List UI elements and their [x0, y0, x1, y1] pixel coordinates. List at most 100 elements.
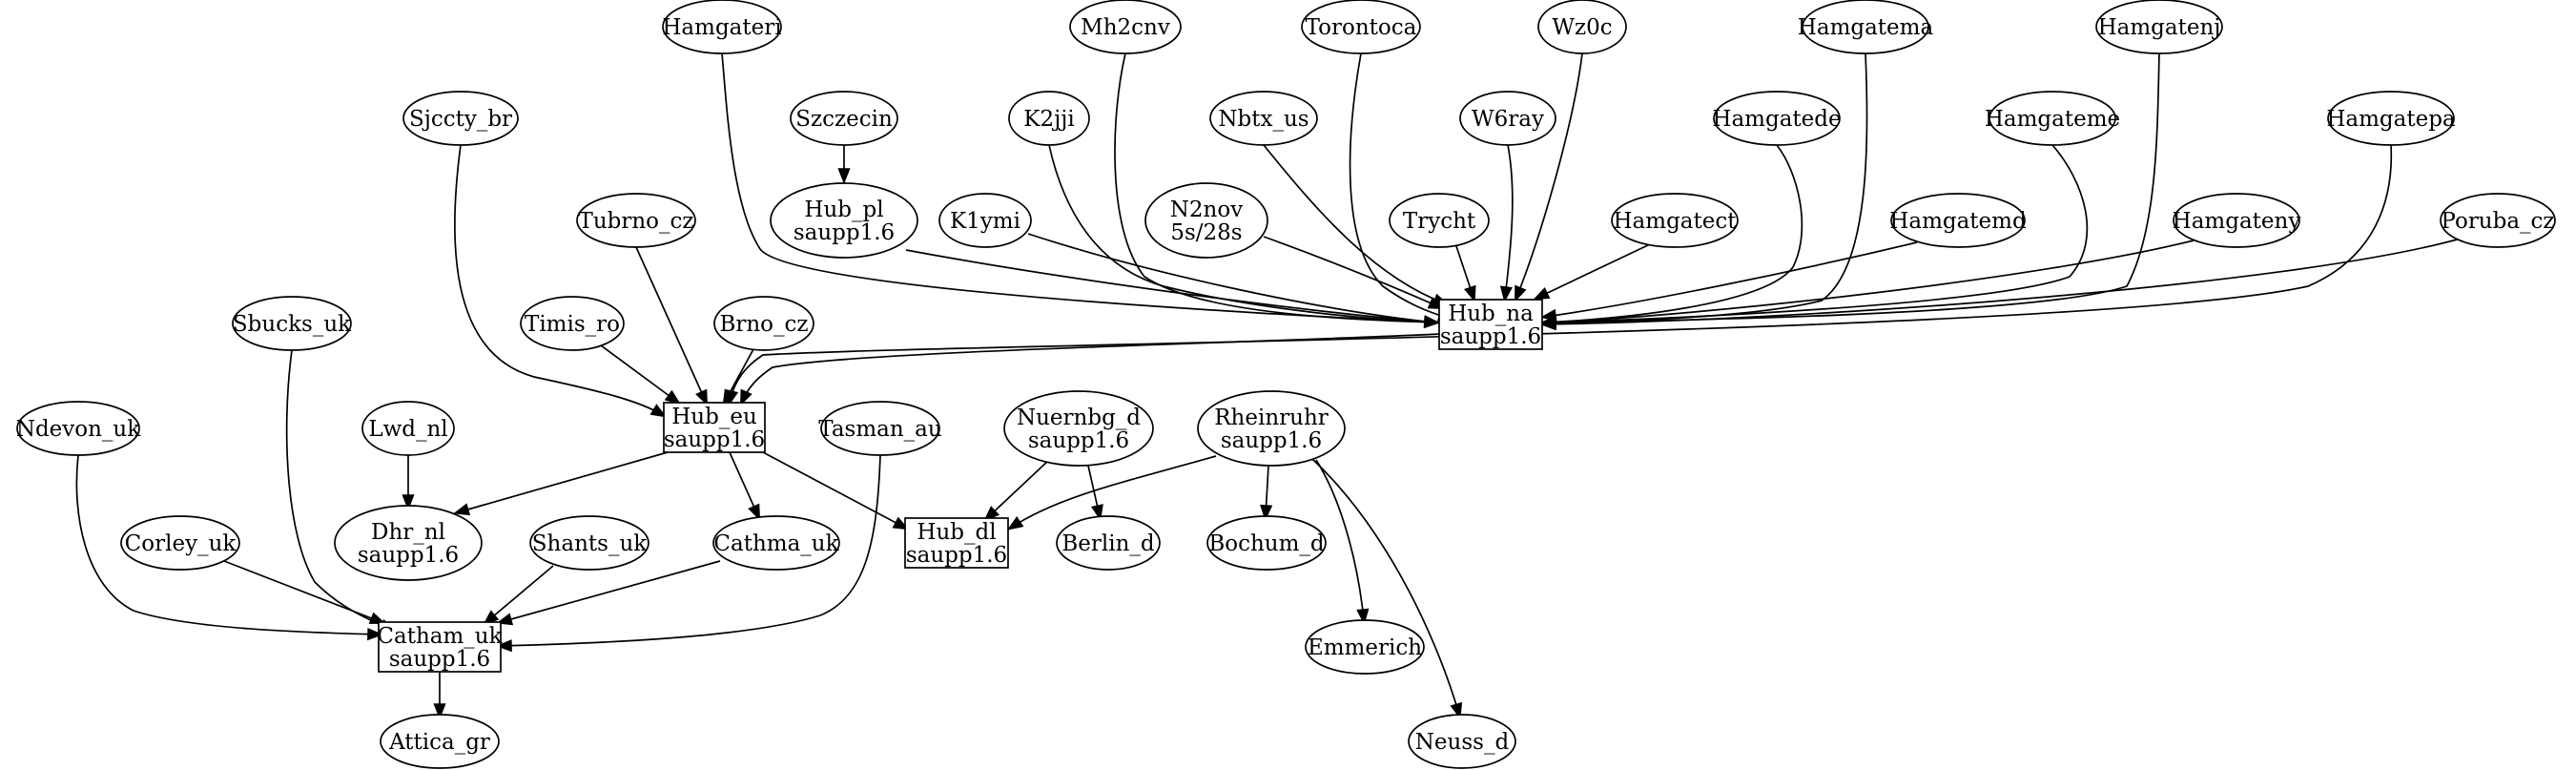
- edge-line: [1263, 236, 1441, 308]
- node-ellipse: [1989, 91, 2116, 146]
- arrowhead-icon: [496, 613, 514, 626]
- node-ellipse: [820, 401, 940, 456]
- edge-trycht-to-hub_na: [1455, 245, 1476, 302]
- node-label: Rheinruhr: [1214, 406, 1329, 430]
- edge-sjccty_br-to-hub_eu: [453, 144, 668, 418]
- edge-rheinruhr-to-emmerich: [1315, 459, 1370, 626]
- node-label: Hamgatepa: [2326, 107, 2456, 132]
- arrowhead-icon: [748, 503, 761, 521]
- node-ellipse: [380, 714, 500, 769]
- node-ellipse: [1802, 0, 1929, 54]
- node-label: K2jji: [1023, 107, 1074, 132]
- edge-catham_uk-to-attica_gr: [433, 672, 446, 720]
- arrowhead-icon: [739, 388, 752, 406]
- arrowhead-icon: [1260, 504, 1273, 522]
- node-nbtx_us: Nbtx_us: [1209, 91, 1318, 146]
- node-label: Timis_ro: [525, 312, 620, 337]
- node-label: Tubrno_cz: [578, 209, 693, 234]
- node-hamgateme: Hamgateme: [1985, 91, 2120, 146]
- edge-line: [1349, 52, 1451, 320]
- node-label: Wz0c: [1552, 15, 1612, 40]
- arrowhead-icon: [1499, 285, 1513, 303]
- edge-line: [1027, 233, 1436, 323]
- node-ellipse: [2327, 91, 2455, 146]
- edge-line: [1544, 239, 2195, 323]
- node-ellipse: [529, 515, 649, 571]
- node-neuss_d: Neuss_d: [1408, 714, 1516, 769]
- node-label: N2nov: [1170, 198, 1243, 222]
- arrowhead-icon: [433, 703, 446, 720]
- node-ellipse: [770, 182, 918, 259]
- node-emmerich: Emmerich: [1305, 619, 1425, 675]
- edge-hub_eu-to-cathma_uk: [729, 451, 761, 521]
- node-label: Hamgatenj: [2098, 15, 2221, 40]
- node-label: Hub_dl: [917, 520, 996, 545]
- node-label: Catham_uk: [377, 624, 503, 649]
- arrowhead-icon: [1464, 284, 1476, 302]
- node-ellipse: [1301, 0, 1421, 54]
- node-ellipse: [1459, 91, 1556, 146]
- node-hamgatenj: Hamgatenj: [2095, 0, 2223, 54]
- node-ellipse: [712, 515, 840, 571]
- edge-line: [457, 451, 669, 513]
- edge-line: [1310, 457, 1460, 716]
- edge-line: [500, 560, 721, 623]
- node-label: Hamgatede: [1712, 107, 1841, 132]
- node-ellipse: [402, 91, 519, 146]
- node-label: Mh2cnv: [1081, 15, 1170, 40]
- node-label: Berlin_d: [1061, 531, 1155, 556]
- arrowhead-icon: [1450, 701, 1463, 719]
- node-torontoca: Torontoca: [1301, 0, 1421, 54]
- node-ellipse: [2173, 193, 2300, 248]
- node-ellipse: [2095, 0, 2223, 54]
- edge-corley_uk-to-catham_uk: [223, 560, 386, 624]
- node-ellipse: [790, 91, 898, 146]
- node-hamgatede: Hamgatede: [1712, 91, 1842, 146]
- node-label: Dhr_nl: [371, 520, 445, 545]
- node-attica_gr: Attica_gr: [380, 714, 500, 769]
- node-label: Trycht: [1403, 209, 1476, 234]
- node-label: W6ray: [1472, 107, 1544, 132]
- node-ellipse: [1008, 91, 1090, 146]
- node-ndevon_uk: Ndevon_uk: [16, 401, 141, 456]
- node-ellipse: [1305, 619, 1425, 675]
- node-label: Attica_gr: [388, 730, 490, 755]
- node-hamgatemd: Hamgatemd: [1889, 193, 2027, 248]
- node-ellipse: [334, 505, 483, 581]
- arrowhead-icon: [1533, 286, 1551, 301]
- node-label: Hub_pl: [804, 198, 883, 222]
- node-timis_ro: Timis_ro: [520, 296, 625, 351]
- edge-line: [1315, 459, 1365, 621]
- node-ellipse: [1408, 714, 1516, 769]
- edge-lwd_nl-to-dhr_nl: [402, 455, 415, 511]
- node-box: [904, 517, 1009, 569]
- node-label: Szczecin: [795, 107, 893, 132]
- node-box: [378, 621, 502, 673]
- node-trycht: Trycht: [1389, 193, 1490, 248]
- edge-hub_eu-to-dhr_nl: [453, 451, 669, 516]
- node-ellipse: [2440, 193, 2556, 248]
- edge-shants_uk-to-catham_uk: [483, 565, 554, 626]
- arrowhead-icon: [664, 389, 682, 405]
- node-ellipse: [1389, 193, 1490, 248]
- node-ellipse: [713, 296, 814, 351]
- node-mh2cnv: Mh2cnv: [1069, 0, 1182, 54]
- node-ellipse: [232, 296, 352, 351]
- node-label: Ndevon_uk: [16, 417, 141, 442]
- node-hamgatect: Hamgatect: [1611, 193, 1739, 248]
- node-ellipse: [1206, 515, 1327, 571]
- node-berlin_d: Berlin_d: [1056, 515, 1161, 571]
- node-label: saupp1.6: [906, 543, 1007, 568]
- node-ellipse: [1003, 390, 1154, 467]
- node-ellipse: [120, 515, 240, 571]
- arrowhead-icon: [367, 628, 384, 641]
- node-label: Nuernbg_d: [1017, 406, 1141, 430]
- node-ellipse: [1713, 91, 1841, 146]
- edge-line: [905, 249, 1436, 323]
- edge-hamgatect-to-hub_na: [1533, 243, 1651, 301]
- edge-line: [453, 144, 664, 416]
- edge-line: [485, 565, 554, 623]
- edge-hamgatema-to-hub_na: [1539, 52, 1868, 329]
- edge-timis_ro-to-hub_eu: [600, 344, 682, 405]
